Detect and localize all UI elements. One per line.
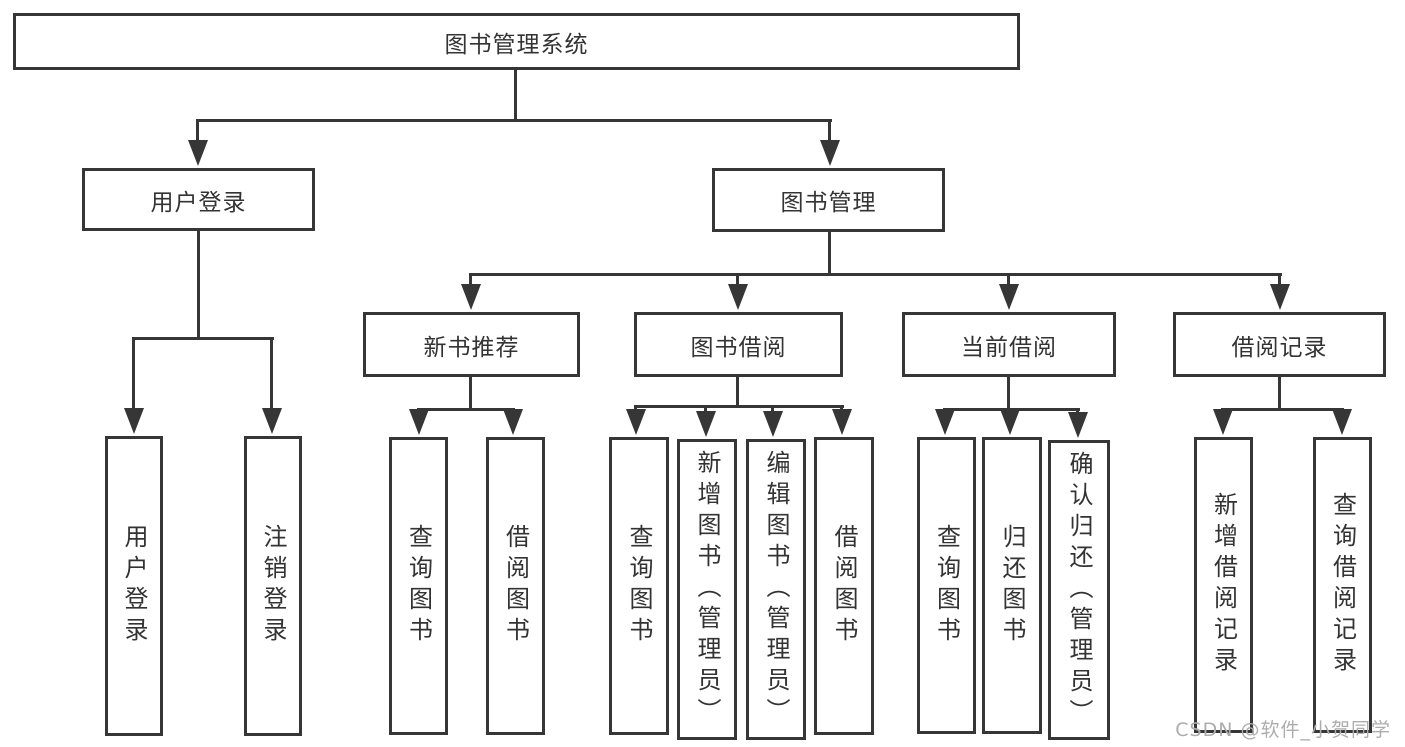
arrow-down-icon	[935, 409, 955, 435]
node-bb-add-books-label: 新增图书（管理员）	[693, 450, 721, 729]
node-user-login-group: 用户登录	[82, 168, 315, 231]
arrow-shaft	[270, 337, 273, 413]
node-br-add-record: 新增借阅记录	[1194, 437, 1253, 733]
arrow-down-icon	[188, 140, 208, 166]
arrow-down-icon	[763, 411, 783, 437]
arrow-down-icon	[1068, 412, 1088, 438]
connector-stub-user-login-group	[197, 231, 200, 340]
node-bb-query-books: 查询图书	[609, 437, 669, 735]
arrow-shaft	[1007, 273, 1010, 288]
node-bb-add-books: 新增图书（管理员）	[677, 439, 737, 740]
arrow-down-icon	[820, 140, 840, 166]
connector-hline-level2	[197, 119, 832, 122]
connector-stub-book-borrow	[736, 377, 739, 408]
node-br-query-record-label: 查询借阅记录	[1328, 492, 1357, 678]
node-system-title: 图书管理系统	[13, 13, 1020, 70]
node-cb-query-books: 查询图书	[917, 437, 976, 734]
connector-stub-book-management	[828, 231, 831, 276]
node-bb-borrow-books-label: 借阅图书	[830, 524, 858, 648]
arrow-down-icon	[832, 409, 852, 435]
arrow-down-icon	[124, 408, 144, 434]
arrow-down-icon	[1270, 284, 1290, 310]
node-cb-confirm-return: 确认归还（管理员）	[1048, 440, 1110, 740]
arrow-shaft	[771, 405, 774, 415]
arrow-down-icon	[409, 409, 429, 435]
node-user-login: 用户登录	[105, 436, 163, 736]
node-bb-borrow-books: 借阅图书	[814, 437, 874, 735]
node-book-management: 图书管理	[712, 168, 945, 232]
arrow-shaft	[469, 273, 472, 288]
node-rec-query-books: 查询图书	[389, 437, 448, 735]
connector-hline-new-book-recommend	[418, 408, 515, 411]
connector-hline-borrow-records	[1222, 408, 1344, 411]
arrow-shaft	[736, 273, 739, 288]
node-bb-edit-books: 编辑图书（管理员）	[746, 439, 806, 740]
connector-stub-new-book-recommend	[469, 377, 472, 411]
node-cb-return-books: 归还图书	[982, 437, 1042, 734]
node-rec-query-books-label: 查询图书	[404, 524, 433, 648]
arrow-down-icon	[1000, 409, 1020, 435]
arrow-down-icon	[262, 408, 282, 434]
node-logout-login: 注销登录	[244, 436, 302, 736]
node-rec-borrow-books-label: 借阅图书	[501, 524, 530, 648]
connector-hline-user-login	[133, 337, 274, 340]
arrow-down-icon	[728, 284, 748, 310]
node-br-query-record: 查询借阅记录	[1313, 437, 1372, 733]
arrow-down-icon	[1213, 409, 1233, 435]
arrow-down-icon	[999, 284, 1019, 310]
node-borrow-records: 借阅记录	[1173, 312, 1386, 377]
arrow-shaft	[132, 337, 135, 413]
node-bb-edit-books-label: 编辑图书（管理员）	[762, 450, 790, 729]
arrow-down-icon	[503, 409, 523, 435]
connector-hline-book-borrow	[635, 405, 844, 408]
csdn-watermark: CSDN @软件_小贺同学	[1175, 719, 1391, 741]
node-cb-return-books-label: 归还图书	[998, 523, 1026, 648]
node-logout-login-label: 注销登录	[259, 524, 287, 648]
node-user-login-label: 用户登录	[120, 524, 148, 648]
connector-stub-borrow-records	[1278, 377, 1281, 411]
arrow-shaft	[196, 119, 199, 144]
connector-hline-level3	[469, 273, 1282, 276]
node-cb-confirm-return-label: 确认归还（管理员）	[1065, 450, 1093, 730]
arrow-down-icon	[461, 284, 481, 310]
arrow-down-icon	[626, 409, 646, 435]
arrow-shaft	[704, 405, 707, 415]
node-book-borrow: 图书借阅	[634, 312, 843, 377]
node-rec-borrow-books: 借阅图书	[486, 437, 545, 735]
node-new-book-recommend: 新书推荐	[363, 312, 580, 377]
connector-stub-current-borrow	[1007, 377, 1010, 411]
node-br-add-record-label: 新增借阅记录	[1209, 492, 1238, 678]
connector-stub-system	[514, 70, 517, 122]
node-current-borrow: 当前借阅	[902, 312, 1116, 377]
arrow-shaft	[1278, 273, 1281, 288]
arrow-down-icon	[696, 411, 716, 437]
node-cb-query-books-label: 查询图书	[932, 523, 961, 648]
arrow-down-icon	[1332, 409, 1352, 435]
arrow-shaft	[828, 119, 831, 144]
node-bb-query-books-label: 查询图书	[625, 524, 653, 648]
